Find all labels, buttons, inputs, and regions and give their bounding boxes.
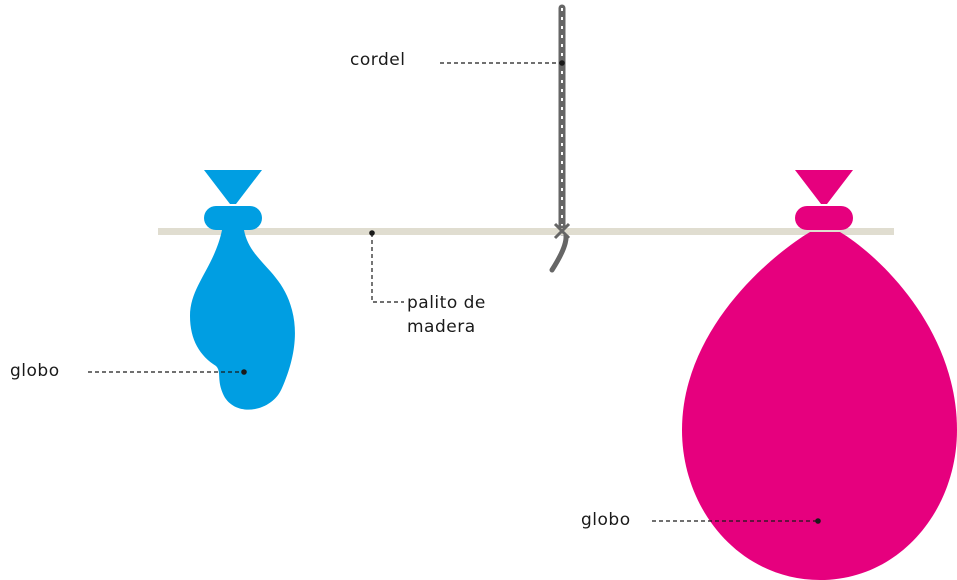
stick-label-line1: palito de xyxy=(407,293,486,313)
leader-dots xyxy=(241,60,821,524)
wooden-stick xyxy=(158,228,894,235)
pink-balloon-body xyxy=(682,232,957,580)
pink-balloon xyxy=(682,170,957,580)
stick-leader-line xyxy=(371,233,404,303)
pink-balloon-leader-dot xyxy=(815,518,821,524)
blue-balloon xyxy=(190,170,295,410)
pink-balloon-neck xyxy=(795,170,853,204)
string-label: cordel xyxy=(350,50,406,70)
blue-balloon-label: globo xyxy=(10,361,60,381)
blue-balloon-neck xyxy=(204,170,262,204)
string-knot xyxy=(553,222,571,240)
string-leader-dot xyxy=(559,60,565,66)
stick-leader-dot xyxy=(369,230,375,236)
pink-balloon-knot xyxy=(795,206,853,230)
pink-balloon-label: globo xyxy=(581,510,631,530)
stick-label-line2: madera xyxy=(407,317,476,337)
blue-balloon-leader-dot xyxy=(241,369,247,375)
blue-balloon-knot xyxy=(204,206,262,230)
leader-lines xyxy=(88,62,818,522)
stick-label: palito de madera xyxy=(407,291,486,339)
blue-balloon-body xyxy=(190,230,295,410)
